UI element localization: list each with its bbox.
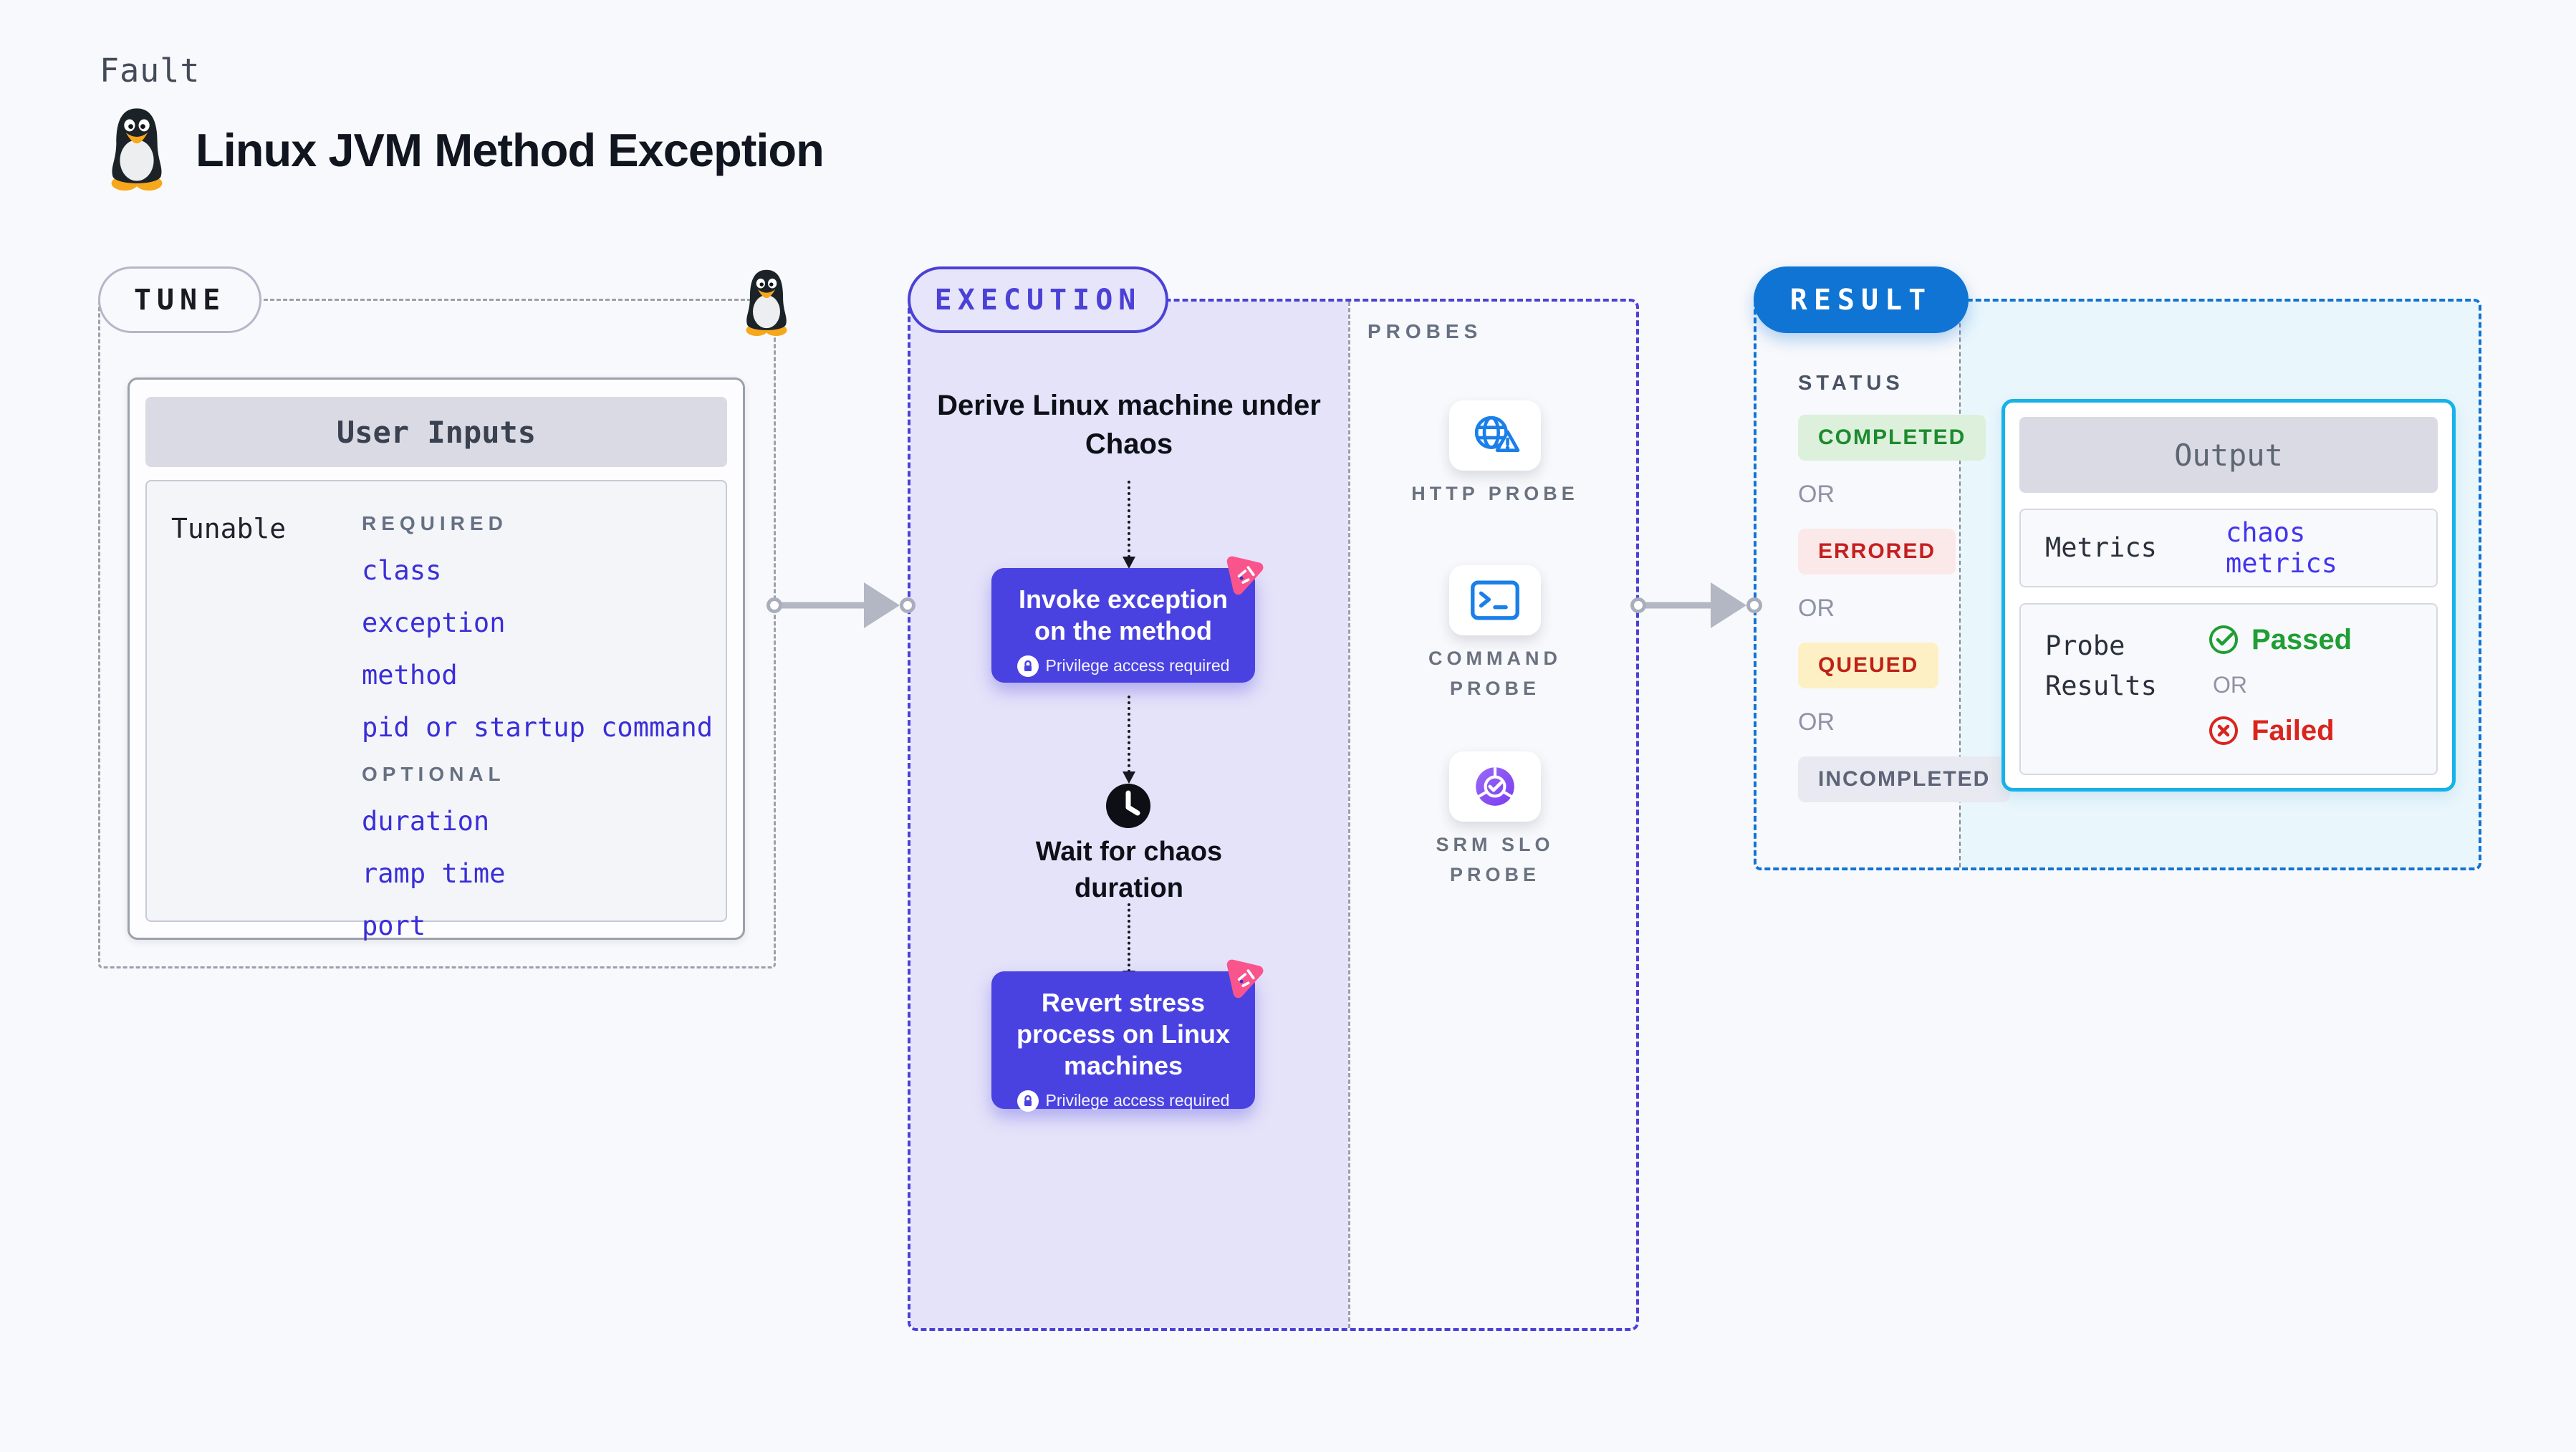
connector-dot	[766, 597, 782, 613]
tunable-link-class[interactable]: class	[362, 555, 442, 586]
tunable-link-method[interactable]: method	[362, 660, 458, 691]
chaos-logo-icon	[1220, 550, 1269, 596]
result-section: STATUS COMPLETED OR ERRORED OR QUEUED OR…	[1754, 299, 2481, 870]
tunable-link-duration[interactable]: duration	[362, 806, 490, 837]
or-separator: OR	[1798, 595, 1835, 622]
status-badge-incompleted: INCOMPLETED	[1798, 756, 2011, 802]
page-title: Linux JVM Method Exception	[196, 124, 825, 176]
dotted-arrow	[1123, 481, 1135, 569]
wait-step-label: Wait for chaos duration	[1035, 837, 1223, 904]
optional-group-label: OPTIONAL	[362, 763, 506, 785]
tunable-link-exception[interactable]: exception	[362, 607, 506, 638]
tune-section	[98, 299, 776, 968]
or-separator: OR	[1798, 481, 1835, 508]
or-separator: OR	[1798, 708, 1835, 736]
privilege-note-row: Privilege access required	[1004, 1090, 1242, 1112]
status-badge-completed: COMPLETED	[1798, 415, 1986, 461]
fault-kicker: Fault	[100, 52, 201, 90]
privilege-note-row: Privilege access required	[1004, 655, 1242, 677]
tunables-panel: Tunable REQUIRED class exception method …	[145, 480, 727, 941]
output-header: Output	[2019, 417, 2438, 493]
execution-section: Derive Linux machine under Chaos Invoke …	[908, 299, 1639, 1331]
tunable-list: REQUIRED class exception method pid or s…	[362, 503, 713, 952]
probe-passed-status: Passed	[2207, 623, 2352, 656]
execution-label-pill: EXECUTION	[908, 266, 1168, 333]
revert-step-title: Revert stress process on Linux machines	[1016, 988, 1231, 1080]
probe-failed-status: Failed	[2207, 714, 2352, 747]
globe-alert-icon	[1474, 415, 1520, 452]
chaos-metrics-link[interactable]: chaos metrics	[2225, 517, 2337, 579]
page-header: Linux JVM Method Exception	[100, 106, 825, 194]
check-circle-icon	[2209, 625, 2238, 654]
tune-to-execution-arrow	[766, 582, 915, 629]
dotted-arrow	[1123, 696, 1135, 784]
arrow-head	[864, 582, 900, 628]
probe-results-row: Probe Results Passed OR	[2019, 603, 2438, 775]
invoke-step-title: Invoke exception on the method	[1018, 585, 1229, 645]
http-probe-label: HTTP PROBE	[1411, 483, 1579, 504]
clock-icon	[1105, 783, 1151, 829]
revert-step-card: Revert stress process on Linux machines …	[991, 959, 1264, 1112]
status-label: STATUS	[1798, 372, 1904, 395]
arrow-line	[1640, 602, 1715, 609]
privilege-note: Privilege access required	[1045, 1091, 1230, 1110]
srm-slo-probe-label: SRM SLO PROBE	[1436, 834, 1554, 885]
http-probe-card	[1449, 400, 1541, 471]
status-output-divider	[1959, 302, 1961, 867]
lock-icon	[1017, 1090, 1039, 1112]
srm-slo-probe-card	[1449, 751, 1541, 822]
tune-label-pill: TUNE	[98, 266, 261, 333]
terminal-icon	[1471, 580, 1519, 620]
tux-penguin-icon	[100, 106, 174, 194]
connector-dot	[1746, 597, 1762, 613]
required-group-label: REQUIRED	[362, 512, 508, 534]
probes-label: PROBES	[1368, 320, 1483, 342]
passed-label: Passed	[2251, 623, 2352, 655]
status-badge-queued: QUEUED	[1798, 643, 1939, 688]
dotted-arrow	[1123, 903, 1135, 983]
output-card: Output Metrics chaos metrics Probe Resul…	[2001, 399, 2456, 792]
x-circle-icon	[2209, 716, 2238, 745]
connector-dot	[900, 597, 915, 613]
user-inputs-card: User Inputs Tunable REQUIRED class excep…	[128, 378, 745, 941]
tunable-link-pid-or-startup-command[interactable]: pid or startup command	[362, 712, 713, 743]
status-list: COMPLETED OR ERRORED OR QUEUED OR INCOMP…	[1798, 415, 2011, 802]
slo-donut-check-icon	[1476, 767, 1514, 806]
execution-to-result-arrow	[1630, 582, 1762, 629]
lock-icon	[1017, 655, 1039, 677]
metrics-label: Metrics	[2045, 532, 2157, 564]
arrow-head	[1711, 582, 1746, 628]
connector-dot	[1630, 597, 1646, 613]
command-probe-card	[1449, 565, 1541, 635]
failed-label: Failed	[2251, 714, 2335, 746]
tunable-link-ramp-time[interactable]: ramp time	[362, 858, 506, 889]
derive-step-label: Derive Linux machine under Chaos	[937, 390, 1321, 460]
invoke-step-card: Invoke exception on the method Privilege…	[991, 556, 1264, 683]
chaos-logo-icon	[1220, 953, 1269, 999]
tunable-link-port[interactable]: port	[362, 910, 426, 941]
probes-divider	[1348, 302, 1350, 1328]
or-separator: OR	[2213, 672, 2247, 698]
user-inputs-header: User Inputs	[145, 397, 727, 467]
probe-results-label: Probe Results	[2045, 630, 2157, 701]
command-probe-label: COMMAND PROBE	[1428, 648, 1562, 699]
status-badge-errored: ERRORED	[1798, 529, 1956, 574]
arrow-line	[777, 602, 868, 609]
result-label-pill: RESULT	[1754, 266, 1969, 333]
privilege-note: Privilege access required	[1045, 656, 1230, 675]
tunable-row-label: Tunable	[171, 513, 287, 544]
metrics-row: Metrics chaos metrics	[2019, 509, 2438, 587]
probe-results-values: Passed OR Failed	[2207, 623, 2352, 747]
